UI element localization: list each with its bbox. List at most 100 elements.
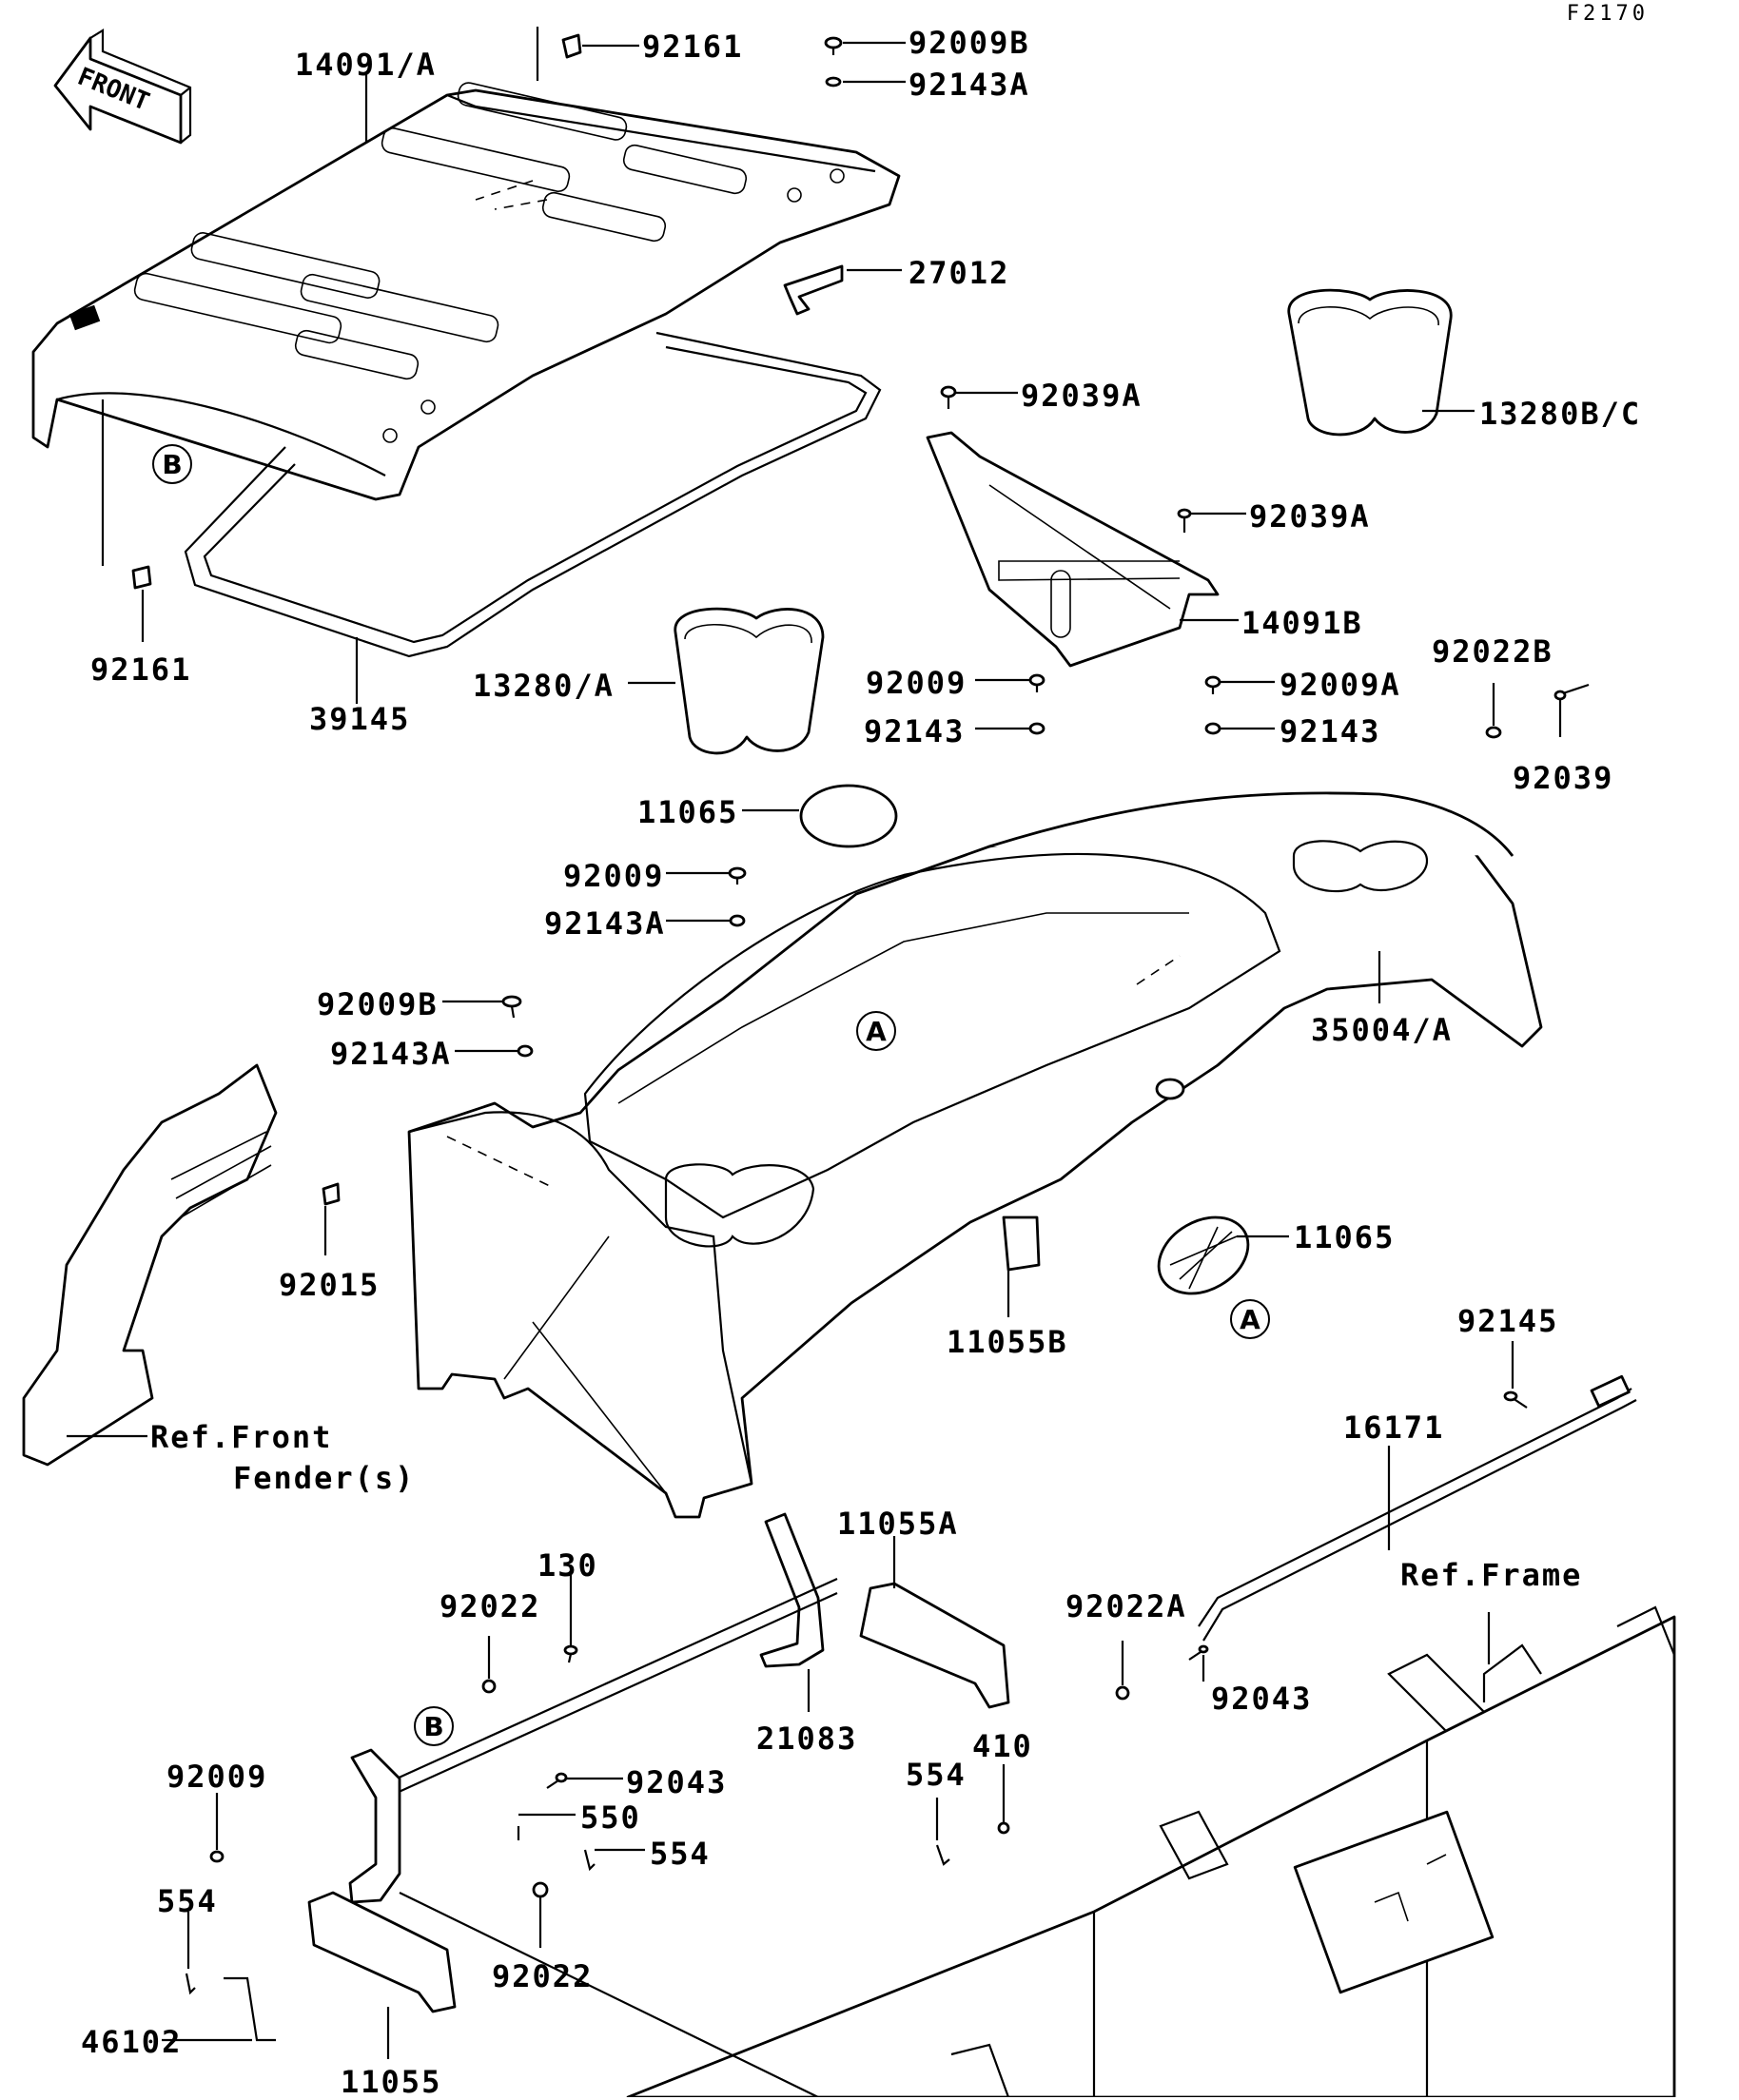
label-92039A-2: 92039A xyxy=(1249,498,1371,535)
bolt-130 xyxy=(563,1644,578,1663)
nut-410 xyxy=(997,1821,1010,1835)
label-14091A: 14091/A xyxy=(295,47,437,83)
label-130: 130 xyxy=(537,1547,598,1584)
washer-92143-mid2 xyxy=(1204,722,1221,735)
label-92143A-left: 92143A xyxy=(330,1036,452,1072)
front-arrow-icon: FRONT xyxy=(53,29,192,145)
rod-46102 xyxy=(224,1976,276,2042)
label-92022B: 92022B xyxy=(1432,633,1553,670)
label-92039: 92039 xyxy=(1513,760,1614,796)
washer-92022-upper xyxy=(481,1679,497,1694)
washer-92143A-top xyxy=(825,76,842,88)
screw-92039A-lower xyxy=(1177,508,1192,533)
label-92143A-top: 92143A xyxy=(909,67,1030,103)
label-554-low: 554 xyxy=(650,1836,711,1872)
label-11055B: 11055B xyxy=(947,1324,1068,1360)
label-92009-center: 92009 xyxy=(563,858,665,894)
label-92009A: 92009A xyxy=(1280,667,1401,703)
front-fender-reference xyxy=(22,1063,278,1467)
callout-a-center: A xyxy=(856,1011,896,1051)
clip-92161-left xyxy=(131,565,152,590)
frame-reference xyxy=(626,1605,1676,2097)
bolt-92145 xyxy=(1503,1390,1528,1409)
screw-92009-low xyxy=(209,1850,225,1863)
label-92009B-top: 92009B xyxy=(909,25,1030,61)
label-92145: 92145 xyxy=(1457,1303,1559,1339)
screw-92039 xyxy=(1553,683,1590,701)
callout-b-bottom: B xyxy=(414,1706,454,1746)
leader-bar-lower xyxy=(399,1892,819,2097)
label-39145: 39145 xyxy=(309,701,411,737)
cover-11065-right xyxy=(1157,1215,1250,1295)
washer-92143A-center xyxy=(729,914,746,927)
rod-16171 xyxy=(1198,1374,1637,1642)
diagram-code: F2170 xyxy=(1566,2,1649,26)
washer-92143A-left xyxy=(517,1044,534,1058)
label-550: 550 xyxy=(580,1799,641,1836)
bolt-92043-right xyxy=(1188,1644,1209,1661)
bolt-92043-low xyxy=(546,1772,568,1789)
label-92022A: 92022A xyxy=(1065,1588,1187,1624)
label-92015: 92015 xyxy=(279,1267,381,1303)
callout-b-top: B xyxy=(152,444,192,484)
clip-92161-top xyxy=(561,33,582,59)
label-92143-mid2: 92143 xyxy=(1280,713,1381,749)
bracket-11055B xyxy=(1002,1215,1041,1272)
roof-panel xyxy=(31,82,901,501)
label-14091B: 14091B xyxy=(1241,605,1363,641)
rear-body-35004A xyxy=(407,791,1543,1519)
washer-92022B xyxy=(1485,726,1502,739)
label-16171: 16171 xyxy=(1343,1410,1445,1446)
label-11055A: 11055A xyxy=(837,1506,959,1542)
label-410: 410 xyxy=(972,1728,1033,1764)
label-11065-right: 11065 xyxy=(1294,1219,1396,1255)
label-92022-low: 92022 xyxy=(492,1958,594,1994)
label-554-left: 554 xyxy=(157,1883,218,1919)
screw-92009A xyxy=(1204,675,1221,694)
label-92161-left: 92161 xyxy=(90,651,192,688)
cup-holder-13280A xyxy=(674,607,825,755)
label-35004A: 35004/A xyxy=(1311,1012,1453,1048)
label-46102: 46102 xyxy=(81,2024,183,2060)
label-ref-front-fender-2: Fender(s) xyxy=(233,1460,416,1496)
screw-92039A-upper xyxy=(940,385,957,409)
washer-92143-mid1 xyxy=(1028,722,1045,735)
bracket-11055 xyxy=(307,1891,457,2013)
cover-11065-top xyxy=(799,784,898,848)
clip-92015 xyxy=(322,1182,341,1206)
label-13280BC: 13280B/C xyxy=(1479,396,1642,432)
callout-a-right: A xyxy=(1230,1299,1270,1339)
screw-92009-mid xyxy=(1028,673,1045,692)
rear-bar xyxy=(348,1577,838,1904)
pin-554-low xyxy=(583,1849,596,1872)
bracket-27012 xyxy=(783,264,844,316)
leader-lines xyxy=(67,27,1562,2059)
label-92009-mid: 92009 xyxy=(866,665,967,701)
cup-holder-13280BC xyxy=(1287,288,1453,437)
label-11065-top: 11065 xyxy=(637,794,739,830)
label-92143A-center: 92143A xyxy=(544,905,666,942)
label-92009B-left: 92009B xyxy=(317,986,439,1022)
dashed-guides xyxy=(446,180,1181,1188)
washer-92022-low xyxy=(532,1881,549,1898)
washer-92022A xyxy=(1115,1685,1130,1701)
bracket-11055A xyxy=(859,1582,1010,1709)
label-554-mid: 554 xyxy=(906,1757,967,1793)
pin-554-left xyxy=(185,1973,196,1995)
label-11055: 11055 xyxy=(341,2064,442,2100)
pin-554-mid xyxy=(935,1844,950,1866)
label-92039A-1: 92039A xyxy=(1021,378,1143,414)
screw-92009B-top xyxy=(824,36,843,55)
label-13280A: 13280/A xyxy=(473,668,615,704)
label-92043-low: 92043 xyxy=(626,1764,728,1800)
label-92043-right: 92043 xyxy=(1211,1681,1313,1717)
label-92022-upper: 92022 xyxy=(440,1588,541,1624)
label-92009-low: 92009 xyxy=(166,1759,268,1795)
label-ref-frame: Ref.Frame xyxy=(1400,1557,1583,1593)
label-27012: 27012 xyxy=(909,255,1010,291)
label-ref-front-fender-1: Ref.Front xyxy=(150,1419,333,1455)
label-92161-top: 92161 xyxy=(642,29,744,65)
screw-92009B-left xyxy=(501,995,522,1019)
bracket-21083 xyxy=(759,1512,825,1668)
